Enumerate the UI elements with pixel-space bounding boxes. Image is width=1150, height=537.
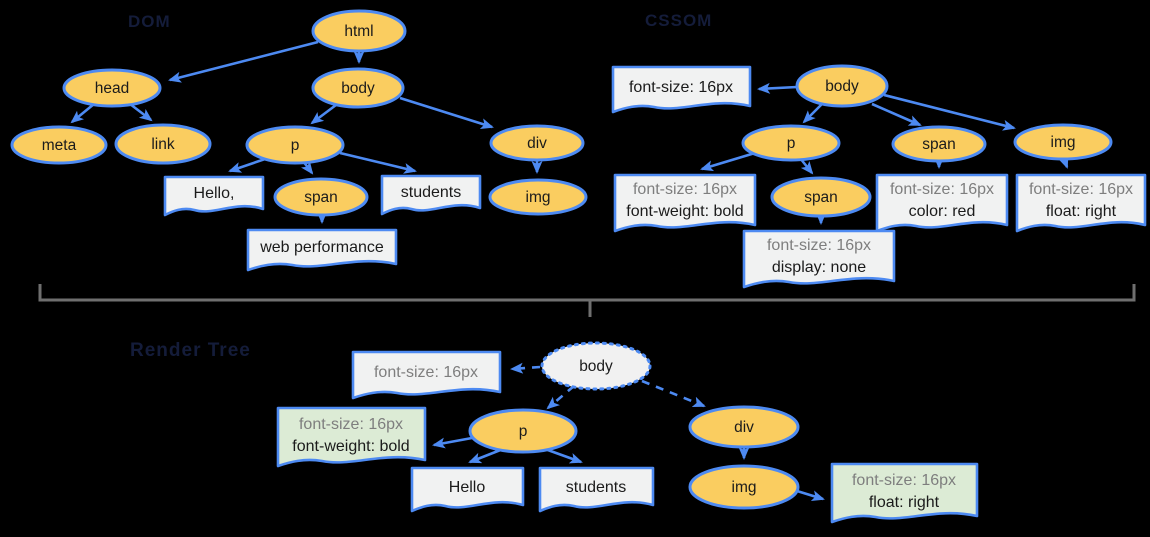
render-node-body: body: [540, 341, 652, 391]
dom-arrow-html-to-head: [168, 40, 319, 83]
dom-text-node-hello: Hello,: [163, 175, 265, 217]
svg-text:font-size: 16px: font-size: 16px: [1029, 181, 1133, 198]
cssom-node-span: span: [891, 125, 987, 163]
svg-text:Hello: Hello: [449, 479, 486, 496]
render-arrow-p-to-students: [544, 447, 583, 464]
svg-text:web performance: web performance: [259, 239, 384, 256]
render-arrow-img-to-note: [796, 489, 825, 502]
dom-node-link: link: [114, 123, 212, 165]
dom-arrow-body-to-div: [399, 96, 494, 129]
cssom-arrow-body-to-note: [757, 82, 798, 94]
dom-arrow-head-to-link: [129, 102, 153, 122]
render-arrow-p-to-hello: [468, 447, 504, 464]
render-arrow-body-to-note: [510, 362, 541, 374]
svg-text:font-size: 16px: font-size: 16px: [633, 181, 737, 198]
cssom-node-body: body: [795, 64, 889, 108]
svg-text:img: img: [526, 189, 551, 206]
render-tree-title: Render Tree: [130, 340, 251, 361]
svg-text:font-size: 16px: font-size: 16px: [890, 181, 994, 198]
dom-arrow-p-to-students: [339, 151, 417, 174]
dom-node-div: div: [489, 124, 585, 162]
render-note-p: font-size: 16px font-weight: bold: [276, 406, 427, 468]
dom-text-node-web-performance: web performance: [246, 228, 398, 272]
svg-text:font-weight: bold: font-weight: bold: [292, 438, 409, 455]
dom-node-body: body: [311, 67, 405, 109]
cssom-note-span-child: font-size: 16px display: none: [742, 229, 896, 289]
svg-text:font-size: 16px: font-size: 16px: [767, 237, 871, 254]
render-arrow-body-to-p: [546, 385, 575, 410]
cssom-arrow-p-to-note: [700, 151, 756, 172]
svg-text:p: p: [787, 135, 796, 152]
render-node-div: div: [688, 405, 800, 449]
svg-text:div: div: [734, 419, 754, 436]
svg-text:students: students: [401, 184, 461, 201]
cssom-arrow-body-to-span: [871, 102, 922, 127]
svg-text:body: body: [825, 78, 859, 95]
render-text-node-hello: Hello: [410, 466, 525, 513]
svg-text:img: img: [732, 479, 757, 496]
cssom-node-p: p: [741, 124, 841, 162]
render-note-img: font-size: 16px float: right: [830, 462, 979, 524]
svg-text:link: link: [151, 136, 175, 153]
svg-text:font-size: 16px: font-size: 16px: [852, 472, 956, 489]
render-arrow-body-to-div: [641, 379, 706, 408]
dom-text-node-students: students: [380, 174, 482, 216]
dom-arrow-p-to-hello: [228, 156, 269, 173]
svg-text:div: div: [527, 135, 547, 152]
cssom-arrow-body-to-p: [802, 102, 824, 124]
cssom-tree-section: font-size: 16px font-size: 16px font-wei…: [611, 64, 1147, 289]
dom-node-head: head: [62, 68, 162, 108]
svg-text:body: body: [579, 358, 613, 375]
render-node-img: img: [688, 464, 800, 510]
dom-node-meta: meta: [10, 125, 108, 165]
svg-text:float: right: float: right: [1046, 203, 1117, 220]
cssom-note-body: font-size: 16px: [611, 65, 752, 114]
svg-text:body: body: [341, 80, 375, 97]
svg-text:font-size: 16px: font-size: 16px: [374, 364, 478, 381]
cssom-node-img: img: [1013, 123, 1113, 161]
cssom-note-p: font-size: 16px font-weight: bold: [613, 173, 757, 233]
svg-text:p: p: [519, 423, 528, 440]
dom-arrow-head-to-meta: [70, 102, 95, 124]
dom-tree-title: DOM: [128, 12, 171, 31]
svg-text:Hello,: Hello,: [194, 185, 235, 202]
render-arrow-p-to-note: [432, 436, 473, 449]
svg-text:span: span: [804, 189, 838, 206]
svg-text:font-size: 16px: font-size: 16px: [629, 79, 733, 96]
cssom-arrow-body-to-img: [883, 93, 1016, 131]
cssom-note-span: font-size: 16px color: red: [875, 173, 1009, 233]
render-note-body: font-size: 16px: [351, 350, 502, 400]
cssom-node-span-child: span: [770, 176, 872, 218]
render-text-node-students: students: [538, 466, 655, 513]
cssom-note-img: font-size: 16px float: right: [1015, 173, 1147, 233]
cssom-tree-title: CSSOM: [645, 11, 712, 30]
svg-text:head: head: [95, 80, 129, 97]
dom-node-p: p: [245, 125, 345, 165]
svg-text:students: students: [566, 479, 626, 496]
svg-text:html: html: [344, 23, 373, 40]
svg-text:span: span: [922, 136, 956, 153]
svg-text:meta: meta: [42, 137, 77, 154]
svg-text:display: none: display: none: [772, 259, 866, 276]
svg-text:img: img: [1051, 134, 1076, 151]
svg-text:p: p: [291, 137, 300, 154]
svg-text:float: right: float: right: [869, 494, 940, 511]
render-node-p: p: [468, 408, 578, 454]
dom-tree-section: Hello, students web performance html hea…: [10, 9, 588, 272]
merge-bracket: [38, 284, 1136, 317]
svg-text:span: span: [304, 189, 338, 206]
svg-text:color: red: color: red: [909, 203, 976, 220]
dom-node-span: span: [273, 177, 369, 217]
render-tree-section: font-size: 16px font-size: 16px font-wei…: [276, 341, 979, 524]
dom-node-html: html: [311, 9, 407, 53]
dom-node-img: img: [488, 178, 588, 216]
svg-text:font-weight: bold: font-weight: bold: [626, 203, 743, 220]
dom-arrow-body-to-p: [310, 103, 337, 125]
svg-text:font-size: 16px: font-size: 16px: [299, 416, 403, 433]
